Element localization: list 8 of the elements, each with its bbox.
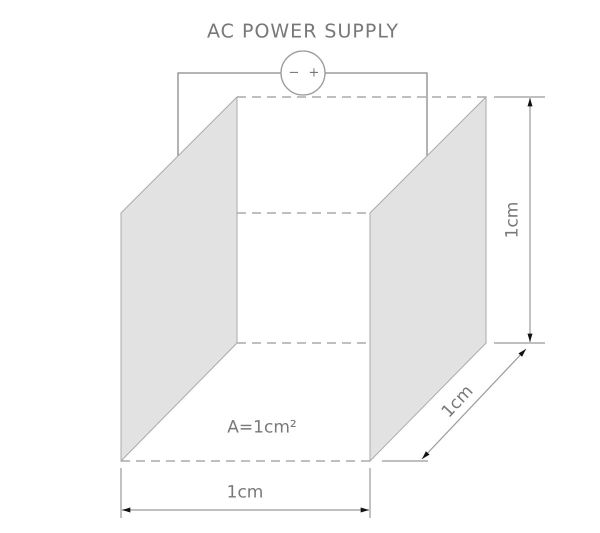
supply-label: AC POWER SUPPLY <box>207 22 399 42</box>
wire <box>325 72 428 156</box>
area-label: A=1cm² <box>227 420 297 436</box>
dimension-label: 1cm <box>226 484 264 502</box>
wire <box>177 72 281 156</box>
dimension-label: 1cm <box>504 202 522 238</box>
polarity-sign: − <box>288 66 300 80</box>
polarity-sign: + <box>308 66 320 80</box>
